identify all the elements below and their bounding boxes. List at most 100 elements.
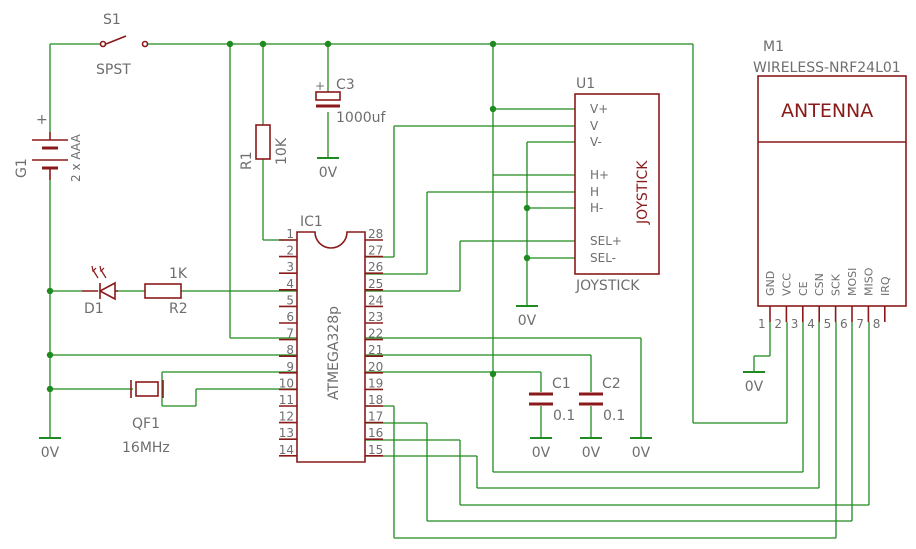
m1-pin-name: GND <box>764 271 777 296</box>
ic1-pin-number: 2 <box>286 244 294 258</box>
m1-pin-name: CSN <box>813 273 826 296</box>
m1-name: M1 <box>763 39 784 55</box>
m1-pin-name: IRQ <box>879 276 892 296</box>
ic1-pin-number: 10 <box>279 376 294 390</box>
m1-pin-number: 4 <box>807 317 815 331</box>
m1-pin-number: 7 <box>856 317 864 331</box>
c3-plus: + <box>315 79 325 93</box>
wires <box>49 43 870 539</box>
m1-antenna-label: ANTENNA <box>781 100 873 122</box>
ic1-pin-number: 5 <box>286 293 294 307</box>
m1-pin-name: CE <box>797 281 810 296</box>
ic1-pin-number: 26 <box>368 260 383 274</box>
c3-name: C3 <box>336 77 355 93</box>
ic1-pin-number: 16 <box>368 426 383 440</box>
ic1-pin-number: 20 <box>368 360 383 374</box>
c1-value: 0.1 <box>553 408 575 424</box>
ic1-pin-number: 3 <box>286 260 294 274</box>
m1-pin-name: MISO <box>862 267 875 296</box>
ground-label: 0V <box>319 165 338 181</box>
junctions <box>46 40 531 393</box>
u1-pin-label: H+ <box>590 168 609 182</box>
ic1-pin-number: 23 <box>368 310 383 324</box>
m1-pin-number: 6 <box>840 317 848 331</box>
ic1-pin-number: 24 <box>368 293 383 307</box>
ic1-pin-number: 17 <box>368 410 383 424</box>
ground-label: 0V <box>41 445 60 461</box>
ic1-pin-number: 11 <box>279 393 294 407</box>
ic1-pin-number: 21 <box>368 343 383 357</box>
m1-pin-name: VCC <box>780 273 793 296</box>
g1-value: 2 x AAA <box>69 134 83 182</box>
capacitor-c3: + C3 1000uf <box>315 77 387 126</box>
ic1-value: ATMEGA328p <box>326 306 342 400</box>
ic1-pin-number: 14 <box>279 443 294 457</box>
c2-value: 0.1 <box>603 408 625 424</box>
r2-name: R2 <box>169 301 188 317</box>
c3-value: 1000uf <box>336 110 387 126</box>
ic1-pin-number: 28 <box>368 227 383 241</box>
ic1-pin-number: 19 <box>368 376 383 390</box>
u1-value: JOYSTICK <box>575 278 640 294</box>
d1-name: D1 <box>84 301 104 317</box>
battery-g1: + G1 2 x AAA <box>14 112 83 182</box>
u1-pin-label: V <box>590 119 599 133</box>
capacitor-c2: C2 0.1 <box>579 376 625 424</box>
ground-symbols: 0V 0V 0V 0V 0V 0V 0V <box>39 157 765 461</box>
s1-name: S1 <box>103 12 121 28</box>
resistor-r2: 1K R2 <box>144 266 188 317</box>
ground-label: 0V <box>582 445 601 461</box>
m1-pin-number: 1 <box>758 317 766 331</box>
module-m1-nrf24l01: M1 WIRELESS-NRF24L01 ANTENNA GND 1 VCC 2 CE 3… <box>753 39 907 331</box>
joystick-u1: U1 JOYSTICK JOYSTICK V+ V V- H+ H H- SEL+ SEL- <box>574 76 660 294</box>
ic1-pin-number: 4 <box>286 277 294 291</box>
m1-value: WIRELESS-NRF24L01 <box>753 60 901 76</box>
r1-value: 10K <box>274 137 290 165</box>
u1-pin-label: SEL+ <box>590 234 622 248</box>
switch-s1: S1 SPST <box>96 12 149 78</box>
u1-pin-label: H- <box>590 201 603 215</box>
ic1-name: IC1 <box>300 214 323 230</box>
m1-pin-number: 5 <box>824 317 832 331</box>
u1-pin-label: V+ <box>590 102 608 116</box>
r1-name: R1 <box>239 151 255 170</box>
ic1-pin-number: 15 <box>368 443 383 457</box>
u1-pin-labels: V+ V V- H+ H H- SEL+ SEL- <box>590 102 622 265</box>
ground-label: 0V <box>632 445 651 461</box>
ic1-pin-number: 6 <box>286 310 294 324</box>
m1-pin-number: 2 <box>774 317 782 331</box>
crystal-qf1: QF1 16MHz <box>122 380 170 456</box>
ground-label: 0V <box>532 445 551 461</box>
ic1-pin-number: 9 <box>286 360 294 374</box>
m1-pin-name: SCK <box>830 273 843 296</box>
m1-pin-name: MOSI <box>846 268 859 296</box>
g1-name: G1 <box>14 158 30 178</box>
u1-pin-label: H <box>590 185 599 199</box>
c2-name: C2 <box>602 376 621 392</box>
s1-value: SPST <box>96 62 131 78</box>
battery-plus: + <box>36 112 48 128</box>
ic1-pin-number: 22 <box>368 327 383 341</box>
r2-value: 1K <box>169 266 188 282</box>
led-d1: D1 <box>82 265 118 317</box>
ic1-pin-number: 25 <box>368 277 383 291</box>
ic1-pin-number: 18 <box>368 393 383 407</box>
u1-pin-label: SEL- <box>590 251 616 265</box>
qf1-name: QF1 <box>132 416 160 432</box>
ic1-pin-number: 7 <box>286 327 294 341</box>
capacitor-c1: C1 0.1 <box>529 376 575 424</box>
ic1-pin-number: 12 <box>279 410 294 424</box>
u1-pin-label: V- <box>590 135 602 149</box>
resistor-r1: R1 10K <box>239 124 290 170</box>
u1-name: U1 <box>576 76 595 92</box>
ground-label: 0V <box>745 379 764 395</box>
ground-label: 0V <box>518 313 537 329</box>
m1-pin-number: 3 <box>791 317 799 331</box>
ic1-pin-number: 27 <box>368 244 383 258</box>
ic1-pin-number: 1 <box>286 227 294 241</box>
u1-body-label: JOYSTICK <box>635 160 651 225</box>
